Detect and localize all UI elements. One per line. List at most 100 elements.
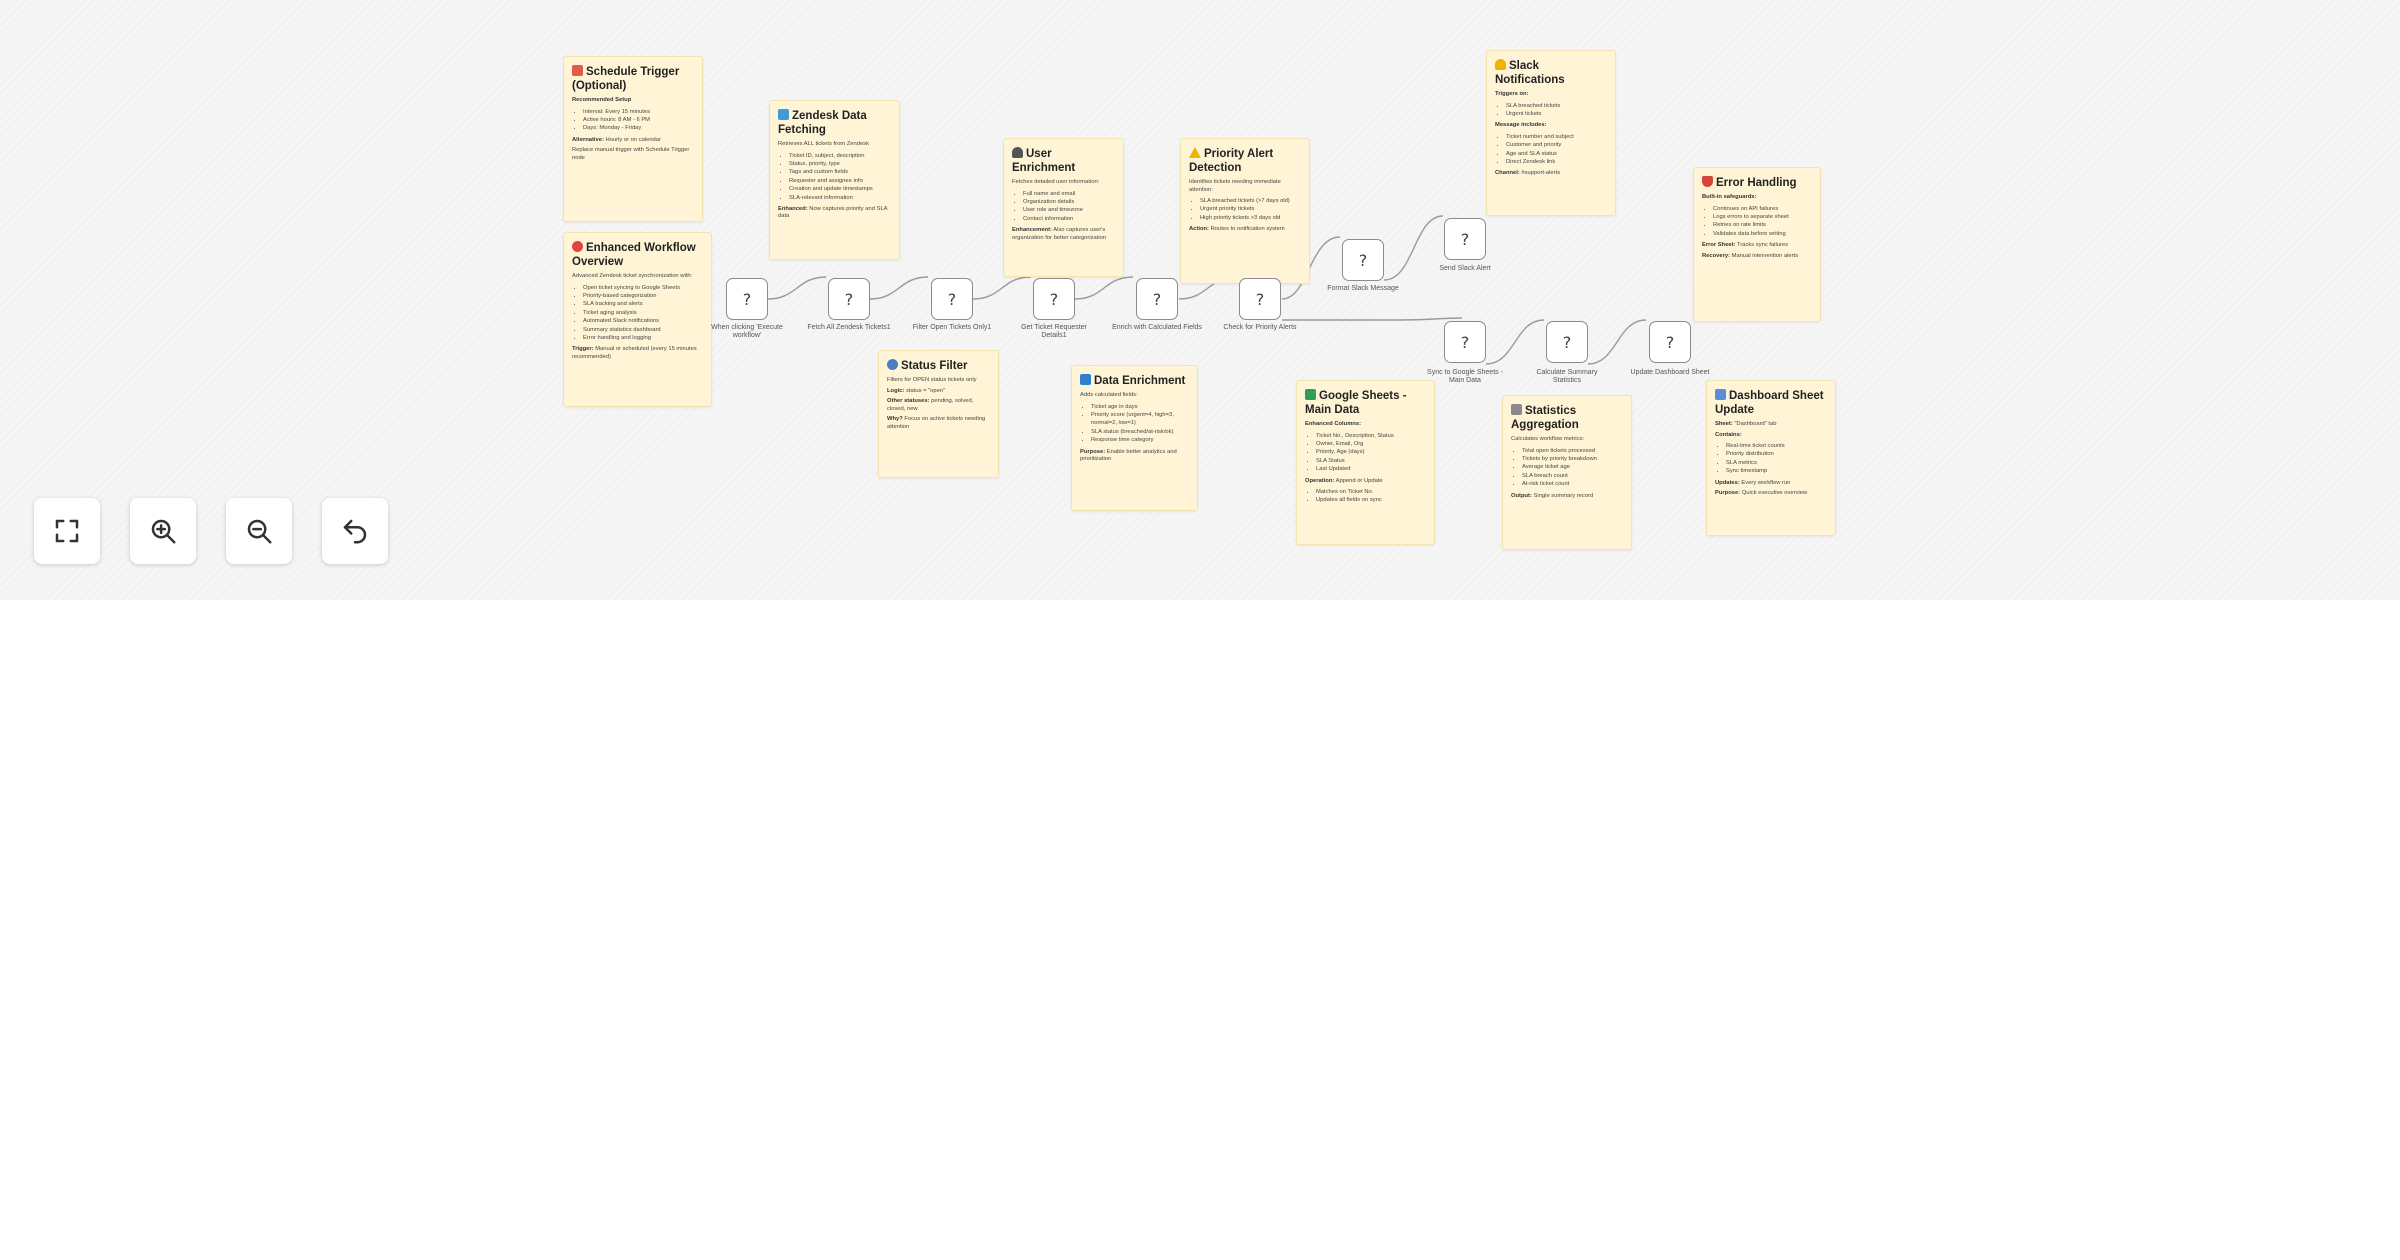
sticky-value: Focus on active tickets needing attentio… xyxy=(887,416,986,430)
sticky-error-handling[interactable]: Error Handling Built-in safeguards: Cont… xyxy=(1693,167,1821,322)
edge-n2-n3 xyxy=(869,276,929,300)
sticky-title-text: Dashboard Sheet Update xyxy=(1715,390,1824,416)
sticky-list: SLA breached tickets (>7 days old) Urgen… xyxy=(1189,197,1301,222)
list-item: Owner, Email, Org xyxy=(1316,440,1426,448)
sticky-label: Alternative: xyxy=(572,136,604,143)
edge-n3-n4 xyxy=(972,276,1032,300)
list-item: At-risk ticket count xyxy=(1522,480,1623,488)
sticky-title: Error Handling xyxy=(1702,176,1812,190)
list-item: Organization details xyxy=(1023,198,1115,206)
list-item: SLA tracking and alerts xyxy=(583,300,703,308)
calendar-icon xyxy=(572,65,583,76)
list-item: Priority, Age (days) xyxy=(1316,448,1426,456)
sticky-title-text: Priority Alert Detection xyxy=(1189,148,1274,174)
list-item: Urgent priority tickets xyxy=(1200,205,1301,213)
sticky-text: Updates: Every workflow run xyxy=(1715,480,1827,488)
sticky-text: Operation: Append or Update xyxy=(1305,478,1426,486)
sticky-schedule-trigger[interactable]: Schedule Trigger (Optional) Recommended … xyxy=(563,56,703,222)
sticky-data-enrichment[interactable]: Data Enrichment Adds calculated fields: … xyxy=(1071,365,1198,511)
zoom-out-button[interactable] xyxy=(226,498,292,564)
sticky-label: Output: xyxy=(1511,492,1532,499)
chart-icon xyxy=(1080,374,1091,385)
sticky-text: Alternative: Hourly or on calendar xyxy=(572,137,694,145)
sticky-text: Advanced Zendesk ticket synchronization … xyxy=(572,273,693,279)
list-item: Average ticket age xyxy=(1522,463,1623,471)
list-item: Ticket No., Description, Status xyxy=(1316,432,1426,440)
sticky-value: Routes to notification system xyxy=(1208,226,1285,233)
node-label: Format Slack Message xyxy=(1327,285,1399,292)
sticky-list: Ticket age in days Priority score (urgen… xyxy=(1080,403,1189,445)
node-calc-stats[interactable]: ? xyxy=(1546,321,1588,363)
list-item: Response time category xyxy=(1091,436,1189,444)
node-check-priority[interactable]: ? xyxy=(1239,278,1281,320)
list-item: SLA-relevant information xyxy=(789,194,891,202)
node-label: When clicking 'Execute workflow' xyxy=(711,324,783,339)
sticky-title-text: Schedule Trigger (Optional) xyxy=(572,66,680,92)
sticky-label: Contains: xyxy=(1715,431,1742,438)
sticky-label: Enhanced: xyxy=(778,205,808,212)
sticky-value: #support-alerts xyxy=(1519,170,1561,177)
node-label: Check for Priority Alerts xyxy=(1223,324,1297,331)
unknown-node-icon: ? xyxy=(1460,229,1470,249)
sticky-workflow-overview[interactable]: Enhanced Workflow Overview Advanced Zend… xyxy=(563,232,712,407)
node-get-requester[interactable]: ? xyxy=(1033,278,1075,320)
node-format-slack[interactable]: ? xyxy=(1342,239,1384,281)
sticky-status-filter[interactable]: Status Filter Filters for OPEN status ti… xyxy=(878,350,999,478)
sticky-text: Message includes: xyxy=(1495,122,1607,130)
unknown-node-icon: ? xyxy=(1460,332,1470,352)
sticky-text: Purpose: Enable better analytics and pri… xyxy=(1080,449,1189,464)
sticky-slack-notifications[interactable]: Slack Notifications Triggers on: SLA bre… xyxy=(1486,50,1616,216)
node-update-dashboard[interactable]: ? xyxy=(1649,321,1691,363)
node-manual-trigger[interactable]: ? xyxy=(726,278,768,320)
node-send-slack[interactable]: ? xyxy=(1444,218,1486,260)
edge-n9-n10 xyxy=(1485,319,1545,365)
list-item: Last Updated xyxy=(1316,465,1426,473)
node-label: Send Slack Alert xyxy=(1439,265,1491,272)
sheet-icon xyxy=(1305,389,1316,400)
workflow-canvas[interactable]: Schedule Trigger (Optional) Recommended … xyxy=(0,0,2400,600)
zoom-in-icon xyxy=(151,519,176,544)
node-label: Update Dashboard Sheet xyxy=(1630,369,1710,376)
sticky-title-text: Zendesk Data Fetching xyxy=(778,110,867,136)
sticky-zendesk-fetching[interactable]: Zendesk Data Fetching Retrieves ALL tick… xyxy=(769,100,900,260)
list-item: SLA Status xyxy=(1316,457,1426,465)
sticky-google-sheets[interactable]: Google Sheets - Main Data Enhanced Colum… xyxy=(1296,380,1435,545)
list-item: Status, priority, type xyxy=(789,160,891,168)
list-item: Urgent tickets xyxy=(1506,110,1607,118)
node-enrich-fields[interactable]: ? xyxy=(1136,278,1178,320)
node-fetch-zendesk[interactable]: ? xyxy=(828,278,870,320)
edge-n4-n5 xyxy=(1074,276,1134,300)
list-item: SLA breached tickets (>7 days old) xyxy=(1200,197,1301,205)
unknown-node-icon: ? xyxy=(947,289,957,309)
node-sync-sheets[interactable]: ? xyxy=(1444,321,1486,363)
sticky-label: Error Sheet: xyxy=(1702,242,1736,249)
node-label: Enrich with Calculated Fields xyxy=(1112,324,1202,331)
sticky-user-enrichment[interactable]: User Enrichment Fetches detailed user in… xyxy=(1003,138,1124,277)
list-item: Ticket ID, subject, description xyxy=(789,152,891,160)
unknown-node-icon: ? xyxy=(1665,332,1675,352)
unknown-node-icon: ? xyxy=(1255,289,1265,309)
zoom-in-button[interactable] xyxy=(130,498,196,564)
edge-n10-n11 xyxy=(1587,319,1647,365)
unknown-node-icon: ? xyxy=(742,289,752,309)
node-filter-open[interactable]: ? xyxy=(931,278,973,320)
bell-icon xyxy=(1495,59,1506,70)
fit-view-button[interactable] xyxy=(34,498,100,564)
list-item: User role and timezone xyxy=(1023,206,1115,214)
dashboard-icon xyxy=(1715,389,1726,400)
sticky-label: Trigger: xyxy=(572,346,594,353)
sticky-list: Ticket ID, subject, description Status, … xyxy=(778,152,891,202)
sticky-statistics[interactable]: Statistics Aggregation Calculates workfl… xyxy=(1502,395,1632,550)
list-item: Priority-based categorization xyxy=(583,292,703,300)
sticky-value: Single summary record xyxy=(1531,492,1594,499)
sticky-list: Ticket No., Description, Status Owner, E… xyxy=(1305,432,1426,474)
list-item: Tags and custom fields xyxy=(789,168,891,176)
sticky-priority-alert[interactable]: Priority Alert Detection Identifies tick… xyxy=(1180,138,1310,284)
sticky-title: Dashboard Sheet Update xyxy=(1715,389,1827,417)
reset-zoom-button[interactable] xyxy=(322,498,388,564)
user-icon xyxy=(1012,147,1023,158)
list-item: Requester and assignee info xyxy=(789,177,891,185)
list-item: Direct Zendesk link xyxy=(1506,158,1607,166)
sticky-dashboard-update[interactable]: Dashboard Sheet Update Sheet: "Dashboard… xyxy=(1706,380,1836,536)
sticky-list: Full name and email Organization details… xyxy=(1012,190,1115,224)
